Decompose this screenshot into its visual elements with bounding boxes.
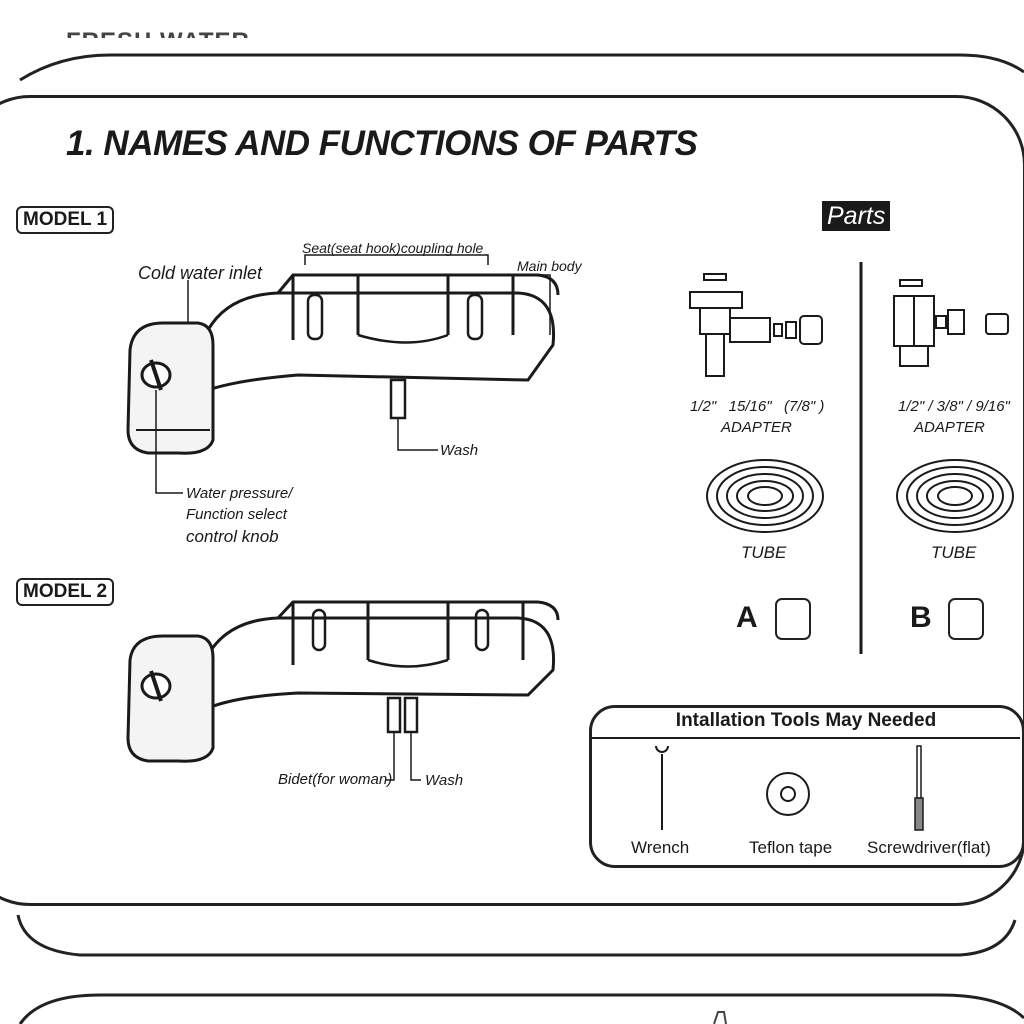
bidet-nozzle	[386, 696, 402, 734]
model-2-wash-label: Wash	[425, 772, 464, 789]
option-b-checkbox[interactable]	[948, 598, 984, 640]
cold-water-inlet-label: Cold water inlet	[138, 263, 263, 283]
tube-a-icon	[706, 459, 824, 533]
model-2-tag: MODEL 2	[16, 578, 115, 606]
seat-hole-2	[466, 293, 484, 341]
parts-tag: Parts	[822, 201, 891, 231]
main-body-label: Main body	[517, 258, 582, 274]
adapter-b-label: ADAPTER	[914, 419, 985, 436]
model-1-device-illustration	[126, 254, 560, 494]
option-a-letter: A	[736, 601, 758, 634]
tool-label-screwdriver: Screwdriver(flat)	[867, 838, 991, 857]
model-1-tag: MODEL 1	[16, 206, 115, 234]
model-2-device-illustration	[126, 600, 560, 781]
seat-hole-3	[311, 608, 327, 652]
knob-label-line-1: Water pressure/	[186, 485, 293, 502]
bidet-label: Bidet(for woman)	[278, 771, 393, 788]
faded-header-text: FRESH WATER	[66, 28, 346, 38]
top-header-fragment: FRESH WATER	[66, 16, 346, 38]
wrench-icon	[655, 745, 669, 830]
section-title: 1. NAMES AND FUNCTIONS OF PARTS	[66, 124, 698, 163]
teflon-tape-icon	[766, 772, 810, 816]
option-a-checkbox[interactable]	[775, 598, 811, 640]
adapter-a-icon	[689, 273, 823, 377]
installation-tools-box	[589, 705, 1024, 868]
seat-hole-4	[474, 608, 490, 652]
tool-label-wrench: Wrench	[631, 838, 690, 857]
tube-b-icon	[896, 459, 1014, 533]
tube-a-label: TUBE	[741, 543, 787, 562]
option-b-letter: B	[910, 601, 932, 634]
knob-label-line-2: Function select	[186, 506, 287, 523]
screwdriver-icon	[914, 745, 924, 831]
wash-nozzle-2	[403, 696, 419, 734]
knob-label-line-3: control knob	[186, 527, 279, 546]
model-1-wash-label: Wash	[440, 442, 479, 459]
adapter-b-icon	[893, 279, 1009, 367]
tube-b-label: TUBE	[931, 543, 977, 562]
installation-tools-title: Intallation Tools May Needed	[675, 710, 937, 731]
wash-nozzle	[389, 378, 407, 420]
lower-frame-edge	[16, 914, 1024, 1024]
adapter-b-sizes: 1/2" / 3/8" / 9/16"	[898, 398, 1010, 415]
parts-divider	[859, 262, 863, 654]
adapter-a-label: ADAPTER	[721, 419, 792, 436]
adapter-a-sizes: 1/2" 15/16" (7/8" )	[690, 398, 825, 415]
seat-coupling-hole-label: Seat(seat hook)coupling hole	[302, 240, 484, 256]
upper-frame-edge	[19, 53, 1024, 82]
tools-title-divider	[592, 737, 1020, 739]
tool-label-teflon-tape: Teflon tape	[749, 838, 833, 857]
seat-hole-1	[306, 293, 324, 341]
